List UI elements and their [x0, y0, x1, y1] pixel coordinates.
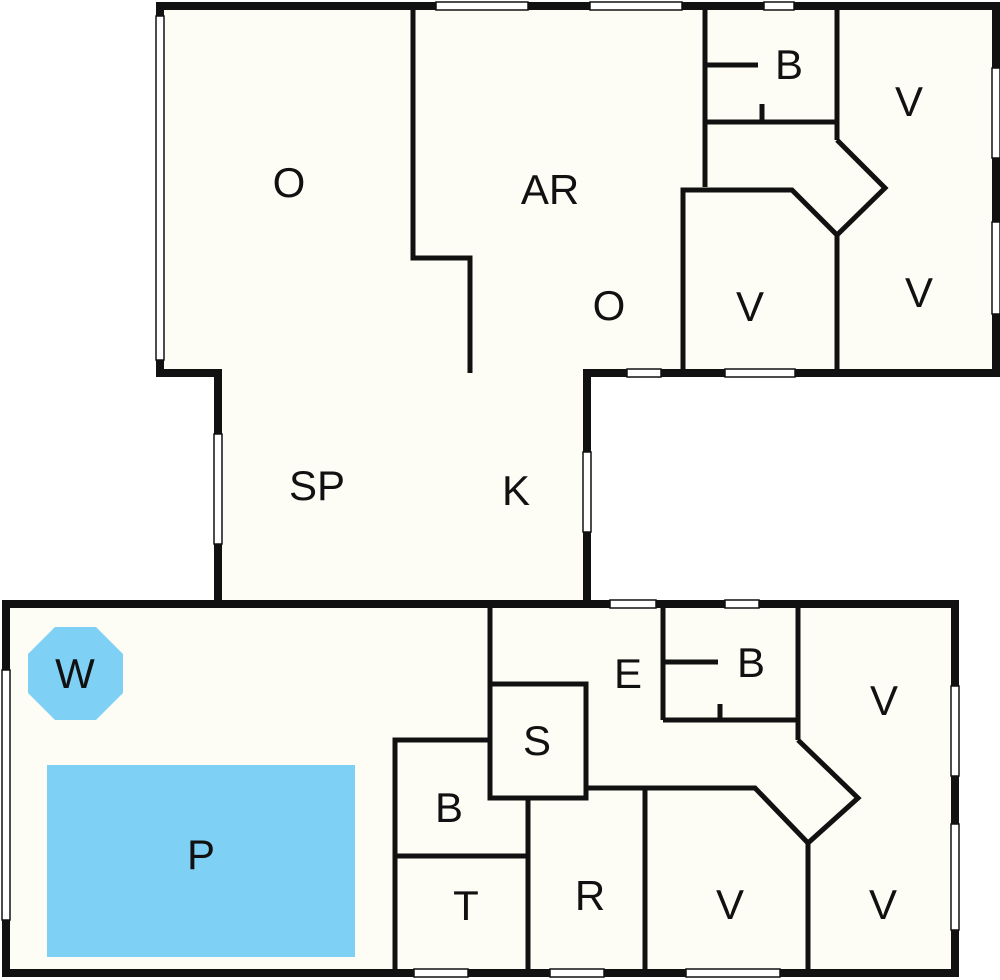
wall-hall-diagonal [680, 138, 889, 373]
wall-o-ar [410, 9, 473, 373]
north-wing-floor [160, 6, 996, 604]
room-label-o-inner: O [593, 282, 626, 329]
room-label-v-north-bottom: V [905, 269, 933, 316]
window [950, 685, 960, 777]
room-label-e: E [614, 650, 642, 697]
room-label-v-north-top: V [895, 78, 923, 125]
room-label-o-north: O [273, 159, 306, 206]
window [589, 1, 683, 11]
room-label-p: P [187, 831, 215, 878]
room-label-v-south-inner: V [716, 881, 744, 928]
window [609, 599, 657, 609]
room-label-v-north-inner: V [736, 283, 764, 330]
window [685, 968, 781, 978]
room-label-ar: AR [521, 166, 579, 213]
window [1, 669, 11, 921]
pool [47, 765, 355, 957]
room-label-r: R [575, 872, 605, 919]
window [991, 221, 1000, 315]
room-label-v-south-top: V [870, 677, 898, 724]
room-label-t: T [453, 882, 479, 929]
room-label-w: W [55, 650, 95, 697]
room-label-sp: SP [289, 462, 345, 509]
window [950, 823, 960, 931]
window [724, 368, 796, 378]
wall-b-t-outline [392, 737, 490, 970]
room-label-b-south: B [737, 639, 765, 686]
window [413, 968, 469, 978]
room-label-s: S [523, 717, 551, 764]
window [991, 67, 1000, 159]
window [549, 968, 605, 978]
room-label-b-north: B [775, 41, 803, 88]
room-label-v-south-bottom: V [869, 881, 897, 928]
room-label-b-south-small: B [435, 784, 463, 831]
window [763, 1, 795, 11]
whirlpool [28, 627, 123, 720]
window [626, 368, 662, 378]
window [724, 599, 760, 609]
room-label-k: K [502, 467, 530, 514]
window [582, 451, 592, 533]
window [435, 1, 529, 11]
window [213, 433, 223, 545]
window [155, 15, 165, 361]
